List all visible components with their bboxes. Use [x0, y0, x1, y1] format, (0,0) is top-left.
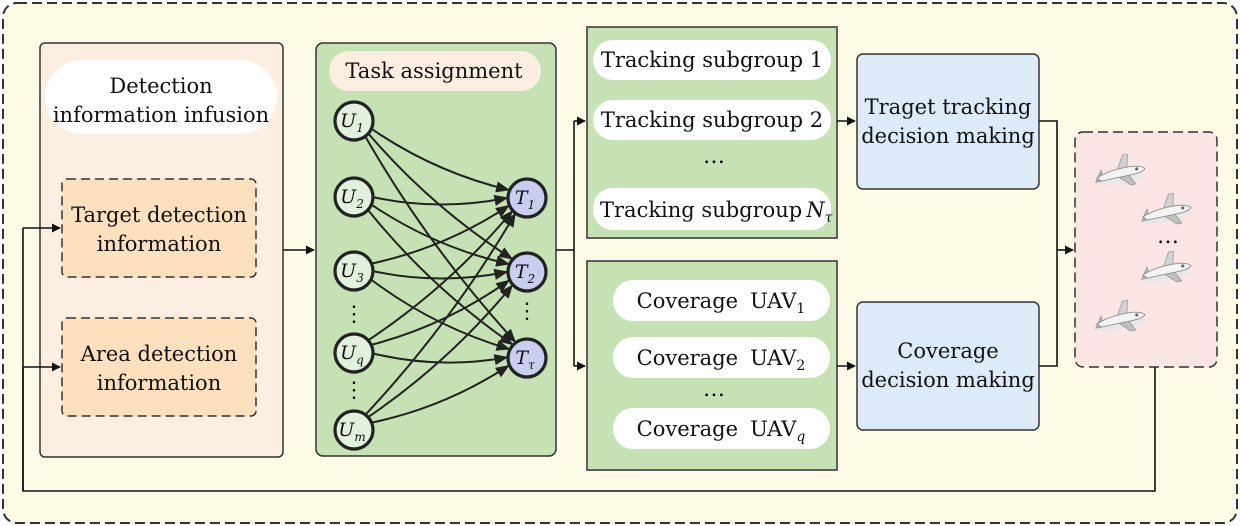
svg-text:Um: Um [338, 419, 365, 444]
assignment-edge [370, 279, 511, 346]
target-node: T2 [506, 251, 548, 293]
assignment-edge [372, 352, 509, 366]
uav-node: U1 [333, 100, 375, 142]
aircraft-group [1095, 153, 1192, 332]
assignment-edge [372, 268, 509, 280]
aircraft-icon [1141, 192, 1192, 225]
assignment-edge [371, 364, 510, 424]
area-detection-line2: information [97, 371, 221, 395]
svg-text:T1: T1 [515, 187, 535, 212]
tracking-subgroup-2-pill [593, 100, 831, 140]
assignment-edge [370, 278, 511, 351]
area-detection-line1: Area detection [80, 342, 238, 366]
uav-ellipsis-upper: ⋮ [343, 302, 365, 327]
fusion-panel: Detection information infusion Target de… [39, 42, 284, 458]
assignment-edge [367, 284, 514, 419]
target-detection-box [61, 178, 257, 278]
uav-node: U3 [333, 250, 375, 292]
tracking-decision-out [1039, 120, 1058, 250]
assignment-edge [370, 203, 511, 267]
fusion-title-line1: Detection [109, 74, 212, 98]
target-detection-line1: Target detection [71, 203, 247, 227]
aircraft-icon [1141, 250, 1192, 283]
assignment-edge [370, 127, 511, 193]
uav-node: U2 [333, 176, 375, 218]
uav-ellipsis-lower: ⋮ [343, 378, 365, 403]
coverage-decision-line1: Coverage [897, 339, 998, 363]
assignment-edge [371, 204, 510, 265]
tracking-decision-box: Traget tracking decision making [856, 53, 1040, 190]
tracking-decision-line1: Traget tracking [865, 95, 1032, 119]
uav-node: Uq [333, 332, 375, 374]
svg-text:U1: U1 [340, 110, 364, 135]
tracking-subgroup-2: Tracking subgroup 2 [601, 108, 823, 132]
coverage-uav-q-pill [613, 408, 830, 449]
swarm-ellipsis: … [1157, 224, 1179, 249]
svg-text:Tτ: Tτ [515, 347, 535, 372]
target-ellipsis: ⋮ [516, 299, 538, 324]
svg-text:T2: T2 [515, 261, 535, 286]
assignment-edge [367, 210, 513, 342]
tracking-subgroup-1-pill [593, 40, 831, 80]
assignment-title-pill [329, 51, 541, 91]
coverage-decision-box: Coverage decision making [856, 301, 1040, 431]
coverage-uav-2-pill [613, 337, 830, 378]
tracking-subgroup-1: Tracking subgroup 1 [601, 48, 823, 72]
tracking-subgroup-n-pill [593, 188, 831, 230]
aircraft-icon [1095, 299, 1146, 332]
target-detection-line2: information [97, 232, 221, 256]
target-node: Tτ [506, 337, 548, 379]
fusion-title-line2: information infusion [53, 103, 269, 127]
connectors [22, 116, 1156, 492]
assignment-edge [367, 132, 514, 260]
uav-node: Um [333, 409, 375, 451]
svg-text:U3: U3 [340, 260, 364, 285]
coverage-uav-1-pill [613, 280, 830, 321]
assignment-edge [364, 135, 517, 343]
tracking-ellipsis: … [703, 144, 725, 169]
target-node: T1 [506, 177, 548, 219]
assignment-edge [367, 209, 514, 346]
assignment-edges [364, 127, 517, 424]
coverage-decision-out [1039, 250, 1058, 367]
svg-text:Uq: Uq [340, 342, 364, 367]
fusion-title-pill [45, 60, 277, 134]
feedback-line [22, 228, 1156, 492]
assignment-edge [372, 194, 509, 206]
tracking-decision-line2: decision making [861, 124, 1035, 148]
area-detection-box [61, 317, 257, 417]
tracking-panel: Tracking subgroup 1 Tracking subgroup 2 … [586, 26, 838, 239]
assignment-title: Task assignment [345, 59, 523, 83]
coverage-ellipsis: … [703, 377, 725, 402]
assignment-edge [364, 212, 516, 416]
coverage-decision-line2: decision making [861, 368, 1035, 392]
uav-swarm-box: … [1074, 131, 1218, 368]
aircraft-icon [1095, 153, 1146, 186]
svg-text:U2: U2 [340, 186, 364, 211]
